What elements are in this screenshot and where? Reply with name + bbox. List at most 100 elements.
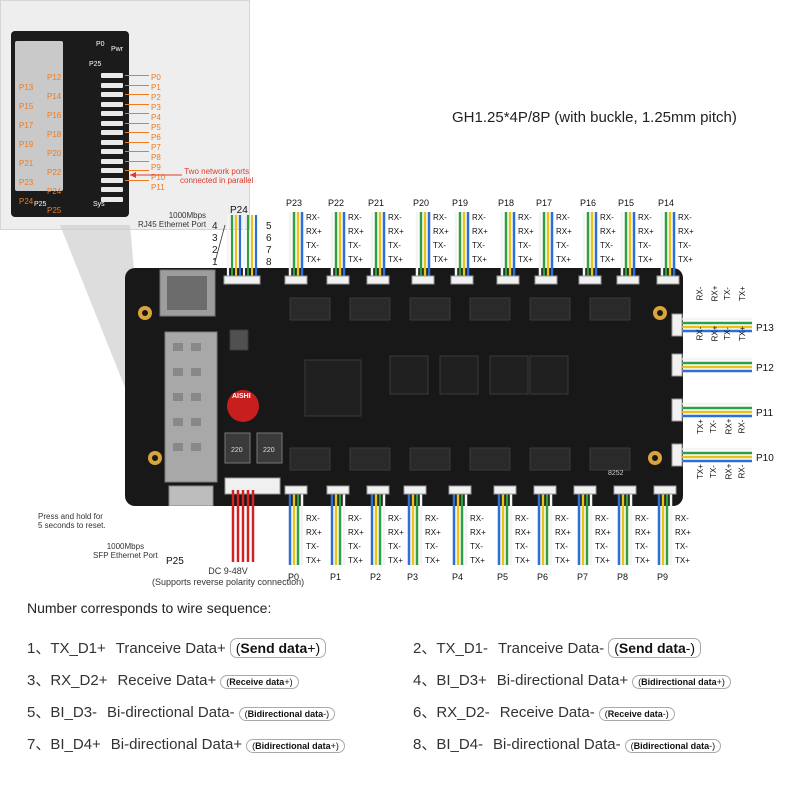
legend-sign: +) <box>330 741 339 751</box>
legend-paren: (Bidirectional data-) <box>624 739 722 753</box>
top-signal-label: TX+ <box>600 255 615 264</box>
right-connector <box>671 353 683 377</box>
legend-paren-open: ( <box>638 677 642 687</box>
board-details <box>138 269 667 506</box>
inset-left-port-label: P14 <box>47 92 62 101</box>
legend-paren: (Bidirectional data+) <box>632 675 731 689</box>
inset-leader-line <box>125 94 149 95</box>
top-connector <box>284 275 308 285</box>
inset-led <box>101 196 123 202</box>
right-signal-label: RX+ <box>724 418 734 435</box>
legend-number: 3、RX_D2+ <box>27 672 108 689</box>
bottom-connector <box>284 485 308 495</box>
legend-bold: Bidirectional data <box>255 741 331 751</box>
inset-right-port-label: P10 <box>151 173 166 182</box>
legend-paren: (Bidirectional data-) <box>238 707 336 721</box>
legend-paren-open: ( <box>604 709 608 719</box>
right-signal-label: RX- <box>695 326 705 341</box>
top-port-label: P20 <box>413 198 430 208</box>
legend-sign: -) <box>323 709 330 719</box>
bottom-connector <box>326 485 350 495</box>
legend-bold: Receive data <box>229 677 285 687</box>
connector-spec-subtitle: GH1.25*4P/8P (with buckle, 1.25mm pitch) <box>452 109 737 126</box>
inset-sys-label: Sys <box>93 201 105 208</box>
inset-right-port-label: P7 <box>151 143 161 152</box>
legend-description: Receive Data+ <box>117 672 217 689</box>
legend-description: Receive Data- <box>499 704 595 721</box>
p24-pin-right: 7 <box>266 245 272 256</box>
parallel-note-line2: connected in parallel <box>180 176 254 185</box>
bottom-signal-label: RX+ <box>306 528 322 537</box>
bottom-signal-label: TX+ <box>595 556 610 565</box>
top-signal-label: TX+ <box>556 255 571 264</box>
dc-note-line2: (Supports reverse polarity connection) <box>152 577 305 587</box>
top-signal-label: TX+ <box>348 255 363 264</box>
legend-paren-open: ( <box>235 640 241 656</box>
p24-pin-left: 2 <box>212 245 218 256</box>
right-port-label: P13 <box>756 323 774 334</box>
top-port-label: P15 <box>618 198 635 208</box>
inset-led <box>101 73 123 78</box>
legend-number: 4、BI_D3+ <box>413 672 487 689</box>
right-signal-label: RX- <box>695 286 705 301</box>
bottom-port-label: P5 <box>497 572 509 582</box>
reset-note-line1: Press and hold for <box>38 512 103 521</box>
bottom-port-label: P7 <box>577 572 589 582</box>
sfp-cage <box>164 331 218 483</box>
inset-leader-line <box>125 84 149 86</box>
rj45-leader <box>214 224 226 263</box>
inset-left-port-label: P20 <box>47 149 62 158</box>
inset-leader-line <box>125 170 149 171</box>
legend-paren-open: ( <box>244 709 248 719</box>
bottom-signal-label: TX- <box>675 542 688 551</box>
bottom-signal-label: RX+ <box>515 528 531 537</box>
p25-board-label: P25 <box>166 556 184 567</box>
legend-number: 6、RX_D2- <box>413 704 490 721</box>
right-signal-label: TX- <box>708 420 718 433</box>
p24-pin-left: 4 <box>212 221 218 232</box>
inset-led <box>101 168 123 173</box>
inset-right-port-label: P8 <box>151 153 161 162</box>
bottom-signal-label: TX+ <box>555 556 570 565</box>
legend-bold: Bidirectional data <box>641 677 717 687</box>
legend-item: 6、RX_D2-Receive Data-(Receive data-) <box>413 701 675 722</box>
top-signal-label: RX- <box>600 213 614 222</box>
legend-bold: Bidirectional data <box>247 709 324 719</box>
top-port-label: P17 <box>536 198 553 208</box>
bottom-connector <box>573 485 597 495</box>
legend-description: Bi-directional Data- <box>107 704 235 721</box>
legend-number: 1、TX_D1+ <box>27 640 106 657</box>
bottom-signal-label: RX- <box>595 514 609 523</box>
legend-bold: Receive data <box>607 709 663 719</box>
wire-harnesses <box>214 212 752 565</box>
rj45-note-line1: 1000Mbps <box>168 211 207 220</box>
bottom-signal-label: TX- <box>595 542 608 551</box>
right-signal-label: TX+ <box>737 326 747 341</box>
top-signal-label: RX- <box>433 213 447 222</box>
top-signal-label: TX- <box>600 241 613 250</box>
legend-description: Bi-directional Data+ <box>110 736 243 753</box>
sfp-note-line2: SFP Ethernet Port <box>93 551 158 560</box>
top-signal-label: TX- <box>388 241 401 250</box>
top-signal-label: TX+ <box>388 255 403 264</box>
top-port-label: P18 <box>498 198 515 208</box>
inset-left-port-label: P12 <box>47 73 62 82</box>
capacitor-text: AISHI <box>232 393 251 400</box>
bottom-port-label: P3 <box>407 572 419 582</box>
right-signal-label: TX+ <box>737 286 747 301</box>
legend-paren-open: ( <box>226 677 230 687</box>
bottom-port-label: P1 <box>330 572 342 582</box>
bottom-signal-label: TX- <box>555 542 568 551</box>
bottom-signal-label: TX- <box>388 542 401 551</box>
legend-paren: (Send data+) <box>229 638 327 658</box>
legend-item: 4、BI_D3+Bi-directional Data+(Bidirection… <box>413 669 731 690</box>
top-signal-label: TX+ <box>638 255 653 264</box>
bottom-signal-label: RX+ <box>675 528 691 537</box>
bottom-signal-label: TX- <box>425 542 438 551</box>
bottom-signal-label: RX- <box>348 514 362 523</box>
bottom-signal-label: TX- <box>515 542 528 551</box>
right-signal-label: TX+ <box>695 464 705 479</box>
inset-leader-line <box>125 160 149 162</box>
top-port-label: P22 <box>328 198 345 208</box>
legend-item: 7、BI_D4+Bi-directional Data+(Bidirection… <box>27 733 345 754</box>
